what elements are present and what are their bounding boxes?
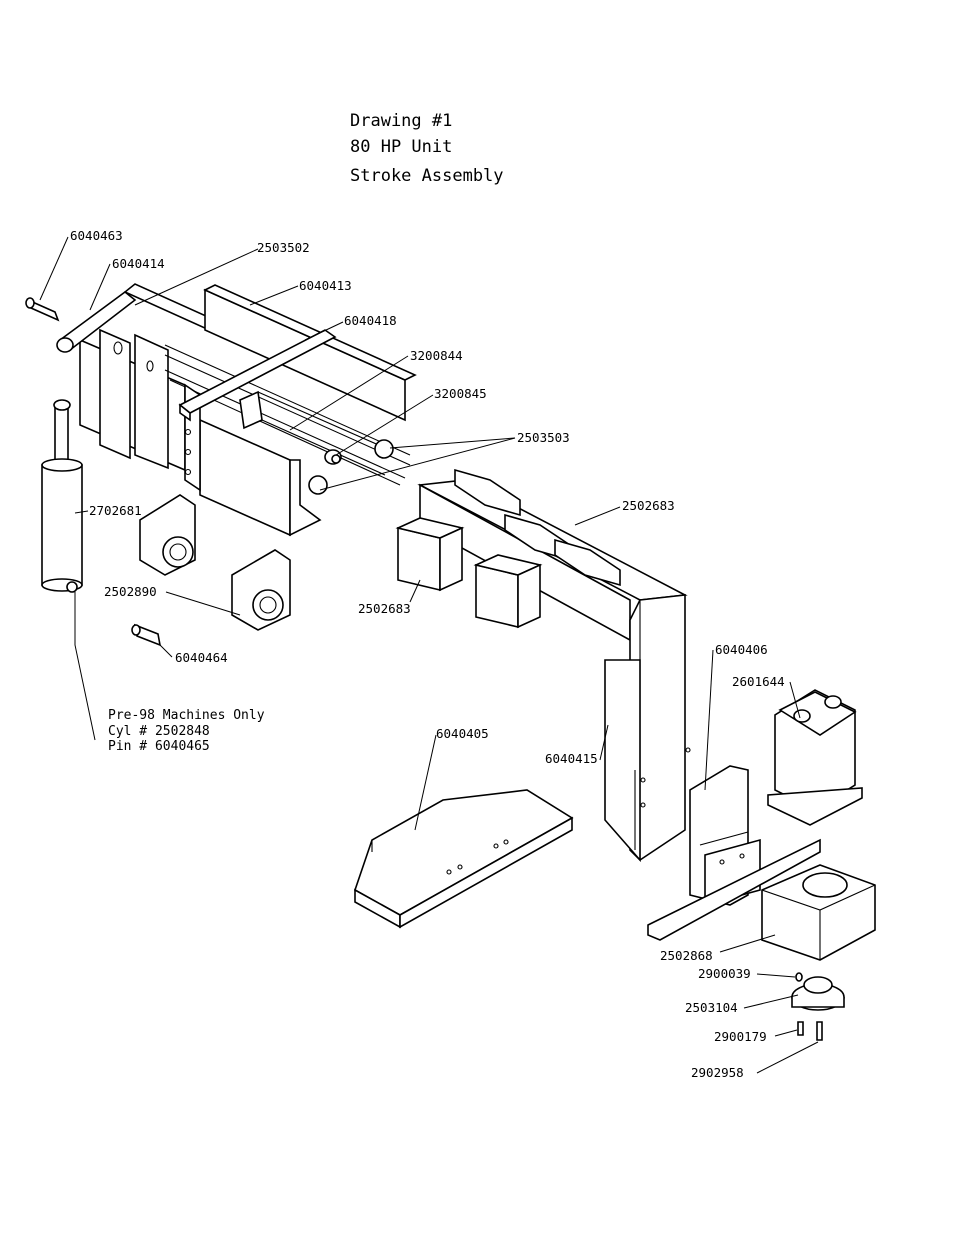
coupling-guard — [762, 865, 875, 960]
pump-housing — [768, 690, 862, 825]
pre98-note: Pre-98 Machines Only Cyl # 2502848 Pin #… — [108, 708, 265, 754]
note-line-1: Pre-98 Machines Only — [108, 708, 265, 723]
callout-6040464: 6040464 — [175, 650, 228, 665]
callout-6040405: 6040405 — [436, 726, 489, 741]
callout-6040414: 6040414 — [112, 256, 165, 271]
callout-2601644: 2601644 — [732, 674, 785, 689]
unit-label: 80 HP Unit — [350, 137, 452, 157]
callout-2502890: 2502890 — [104, 584, 157, 599]
callout-6040463: 6040463 — [70, 228, 123, 243]
callout-2502868: 2502868 — [660, 948, 713, 963]
pin-6040464 — [132, 625, 160, 645]
hub-and-hardware — [792, 973, 844, 1040]
callout-2503104: 2503104 — [685, 1000, 738, 1015]
callout-6040406: 6040406 — [715, 642, 768, 657]
callout-2900179: 2900179 — [714, 1029, 767, 1044]
callout-2902958: 2902958 — [691, 1065, 744, 1080]
callout-6040418: 6040418 — [344, 313, 397, 328]
tray — [355, 790, 572, 927]
callout-2503502: 2503502 — [257, 240, 310, 255]
callout-2502683-upper: 2502683 — [622, 498, 675, 513]
callout-6040413: 6040413 — [299, 278, 352, 293]
callout-2502683-lower: 2502683 — [358, 601, 411, 616]
note-line-2: Cyl # 2502848 — [108, 724, 210, 739]
callout-2900039: 2900039 — [698, 966, 751, 981]
callout-3200845: 3200845 — [434, 386, 487, 401]
callout-2702681: 2702681 — [89, 503, 142, 518]
drawing-number: Drawing #1 — [350, 111, 452, 131]
callout-6040415: 6040415 — [545, 751, 598, 766]
callout-3200844: 3200844 — [410, 348, 463, 363]
note-line-3: Pin # 6040465 — [108, 739, 210, 754]
drawing-title-block: Drawing #1 80 HP Unit Stroke Assembly — [350, 111, 504, 186]
callout-2503503: 2503503 — [517, 430, 570, 445]
assembly-name: Stroke Assembly — [350, 166, 504, 186]
hydraulic-cylinder — [42, 400, 82, 592]
